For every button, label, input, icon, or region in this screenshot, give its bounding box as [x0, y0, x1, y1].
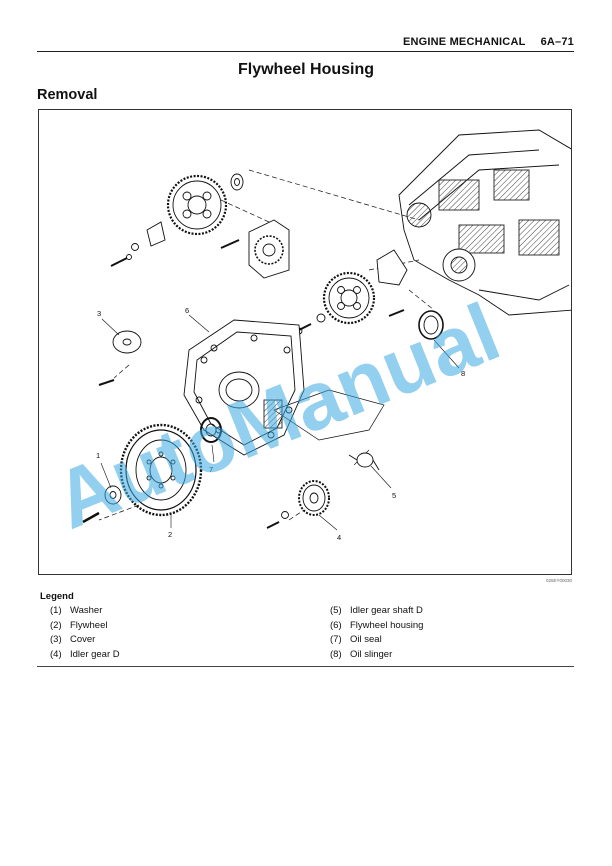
cover	[112, 330, 142, 354]
legend-item-number: (8)	[330, 648, 342, 660]
header-section: ENGINE MECHANICAL	[402, 36, 526, 48]
legend-item: (7) Oil seal	[330, 633, 423, 648]
washer	[104, 485, 122, 505]
callout-5: 5	[392, 491, 396, 500]
idler-gear-shaft	[348, 452, 380, 471]
legend-item-label: Idler gear shaft D	[350, 605, 423, 616]
legend-item: (5) Idler gear shaft D	[330, 604, 423, 619]
legend-item: (3) Cover	[50, 633, 120, 648]
legend-item: (8) Oil slinger	[330, 648, 423, 663]
exploded-diagram: 1 2 3 4 5 6 7 8	[38, 109, 572, 575]
legend-item: (6) Flywheel housing	[330, 619, 423, 634]
callout-8: 8	[461, 369, 465, 378]
legend-item-number: (4)	[50, 648, 62, 660]
legend-item-number: (7)	[330, 634, 342, 645]
legend-item-number: (3)	[50, 634, 62, 645]
legend-item-label: Idler gear D	[70, 648, 120, 660]
legend-item-label: Oil seal	[350, 634, 382, 645]
legend-item-number: (6)	[330, 619, 342, 631]
diagram-drawing: 1 2 3 4 5 6 7 8	[82, 129, 571, 542]
legend-item-label: Cover	[70, 634, 96, 645]
legend-item-number: (5)	[330, 605, 342, 616]
section-heading: Removal	[37, 87, 98, 103]
legend-item: (1) Washer	[50, 604, 120, 619]
callout-4: 4	[337, 533, 341, 542]
idler-gear-mid	[322, 271, 376, 325]
legend-item-number: (2)	[50, 619, 62, 631]
idler-gear-d	[298, 480, 330, 516]
figure-id: 025EY00030	[545, 578, 572, 583]
legend-item: (4) Idler gear D	[50, 648, 120, 663]
legend-item-label: Washer	[70, 605, 103, 616]
callout-2: 2	[168, 530, 172, 539]
header-page-code: 6A–71	[540, 36, 574, 48]
callout-6: 6	[185, 306, 189, 315]
legend-item-label: Flywheel housing	[350, 619, 424, 631]
oil-seal	[200, 417, 222, 443]
legend-item: (2) Flywheel	[50, 619, 120, 634]
legend-left-column: (1) Washer (2) Flywheel (3) Cover (4) Idler gea…	[50, 604, 120, 662]
callout-1: 1	[96, 451, 100, 460]
page-header: ENGINE MECHANICAL 6A–71	[37, 36, 574, 50]
oil-pump	[248, 219, 290, 279]
flywheel	[119, 423, 203, 517]
header-rule	[37, 51, 574, 52]
legend-item-label: Flywheel	[70, 619, 108, 631]
legend-right-column: (5) Idler gear shaft D (6) Flywheel housing…	[330, 604, 423, 662]
legend-rule	[37, 666, 574, 667]
callout-7: 7	[209, 465, 213, 474]
engine-block	[398, 129, 571, 316]
oil-slinger	[418, 310, 444, 340]
timing-gear	[166, 174, 228, 236]
legend-item-label: Oil slinger	[350, 648, 393, 660]
legend-item-number: (1)	[50, 605, 62, 616]
page-title: Flywheel Housing	[237, 61, 374, 78]
flywheel-housing	[183, 319, 385, 456]
legend-title: Legend	[40, 591, 74, 602]
callout-3: 3	[97, 309, 101, 318]
